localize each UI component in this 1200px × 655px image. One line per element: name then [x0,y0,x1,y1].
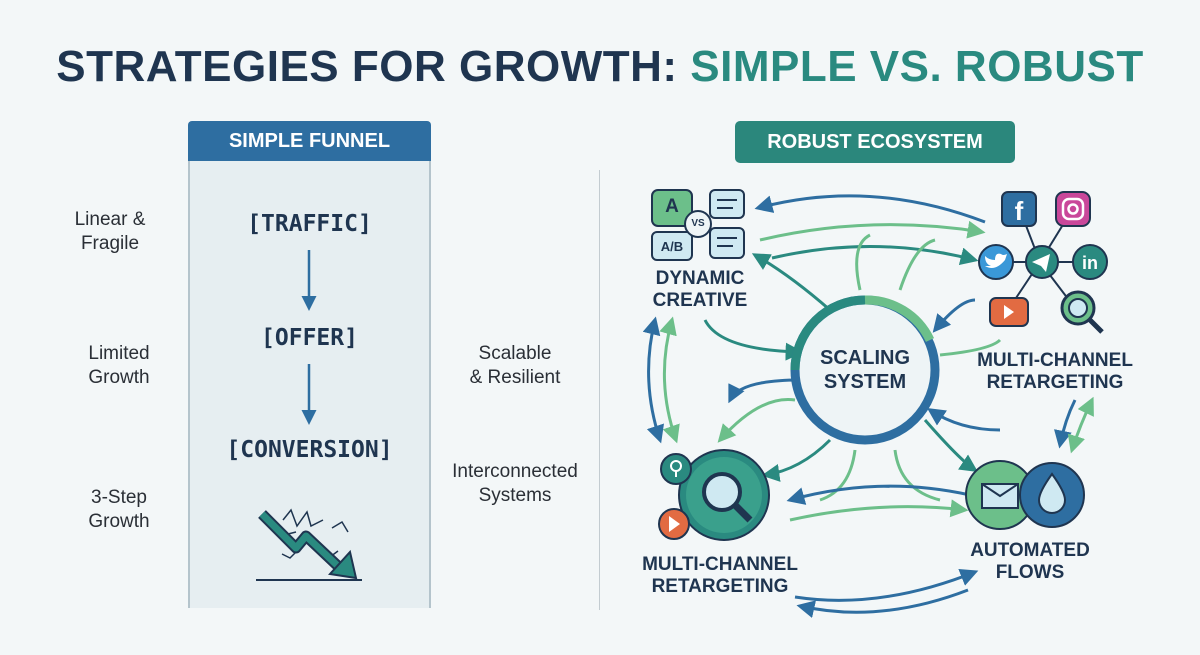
note-line: Growth [88,367,150,388]
note-scalable: Scalable & Resilient [440,342,590,390]
robust-ecosystem-header: ROBUST ECOSYSTEM [735,121,1015,163]
label-line: MULTI-CHANNEL [977,350,1133,371]
broken-trend-icon [256,508,362,581]
note-line: Linear & [74,209,146,230]
label-line: FLOWS [995,562,1065,583]
note-line: Limited [88,343,150,364]
retargeting-search-icon [678,449,770,541]
note-line: Growth [88,511,150,532]
linkedin-icon: in [1072,244,1108,280]
note-line: & Resilient [469,367,561,388]
search-retargeting-label: MULTI-CHANNEL RETARGETING [625,554,815,598]
step-conversion: [CONVERSION] [226,437,393,463]
label-line: RETARGETING [651,576,789,597]
ecosystem-arrows [642,194,1094,618]
note-line: Scalable [478,343,552,364]
note-3step: 3-Step Growth [60,486,178,534]
search-icon [1060,290,1104,334]
svg-text:f: f [1015,196,1024,226]
youtube-icon [989,297,1029,327]
note-line: Interconnected [452,461,578,482]
facebook-icon: f [1001,191,1037,227]
instagram-icon [1055,191,1091,227]
note-limited: Limited Growth [60,342,178,390]
note-linear: Linear & Fragile [60,208,160,256]
simple-funnel-header: SIMPLE FUNNEL [188,121,431,161]
ab-icon-a: A [665,196,679,217]
title-part-2: SIMPLE VS. ROBUST [690,42,1144,91]
label-line: SYSTEM [823,371,907,393]
label-line: SCALING [820,347,910,369]
scaling-system-circle [790,295,940,445]
scaling-system-label: SCALING SYSTEM [805,346,925,394]
title-part-1: STRATEGIES FOR GROWTH: [56,42,678,91]
note-line: Systems [478,485,552,506]
ab-icon-vs: VS [691,218,705,229]
play-icon [658,508,690,540]
note-line: 3-Step [91,487,147,508]
automated-flows-label: AUTOMATED FLOWS [955,540,1105,584]
note-line: Fragile [80,233,140,254]
water-drop-icon [1019,462,1085,528]
label-line: MULTI-CHANNEL [642,554,798,575]
label-line: AUTOMATED [970,540,1090,561]
svg-text:in: in [1082,253,1098,273]
telegram-icon [1025,245,1059,279]
label-line: DYNAMIC [655,268,745,289]
dynamic-creative-label: DYNAMIC CREATIVE [630,268,770,312]
note-interconnected: Interconnected Systems [435,460,595,508]
page-title: STRATEGIES FOR GROWTH: SIMPLE VS. ROBUST [0,42,1200,92]
label-line: CREATIVE [652,290,748,311]
label-line: RETARGETING [986,372,1124,393]
step-traffic: [TRAFFIC] [247,211,372,237]
ab-test-icon [651,189,745,261]
step-offer: [OFFER] [261,325,358,351]
twitter-icon [978,244,1014,280]
lightbulb-icon [660,453,692,485]
social-retargeting-label: MULTI-CHANNEL RETARGETING [960,350,1150,394]
ab-icon-ab: A/B [660,239,684,254]
divider [599,170,600,610]
